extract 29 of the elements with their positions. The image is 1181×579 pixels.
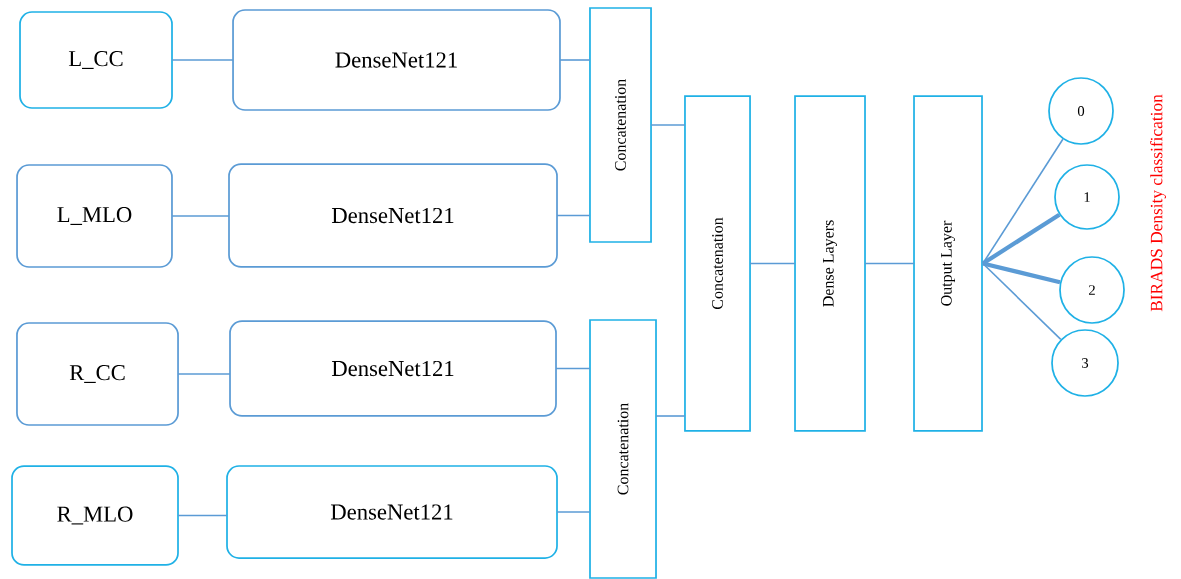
process-box: DenseNet121 [226, 465, 558, 559]
connector-line [981, 212, 1061, 266]
connector-line [556, 511, 591, 513]
connector-line [177, 373, 231, 375]
process-box: DenseNet121 [228, 163, 558, 268]
process-box: R_MLO [11, 465, 179, 566]
side-label: BIRADS Density classification [1150, 94, 1166, 312]
connector-line [982, 262, 1062, 341]
process-box: DenseNet121 [232, 9, 561, 111]
connector-line [177, 514, 228, 517]
connector-line [171, 59, 234, 61]
connector-line [982, 261, 1061, 285]
connector-line [655, 415, 686, 417]
connector-line [864, 262, 915, 265]
process-box: R_CC [16, 322, 179, 426]
process-box: DenseNet121 [229, 320, 557, 417]
layer-box: Output Layer [913, 95, 983, 432]
connector-line [650, 124, 686, 126]
layer-box: Dense Layers [794, 95, 866, 432]
connector-line [559, 59, 591, 61]
layer-box: Concatenation [589, 319, 657, 579]
connector-line [556, 214, 591, 217]
layer-box: Concatenation [684, 95, 751, 432]
connector-line [171, 215, 230, 217]
process-box: L_MLO [16, 164, 173, 268]
connector-line [555, 367, 591, 370]
layer-box: Concatenation [589, 7, 652, 243]
connector-line [749, 262, 796, 265]
process-box: L_CC [19, 11, 173, 109]
